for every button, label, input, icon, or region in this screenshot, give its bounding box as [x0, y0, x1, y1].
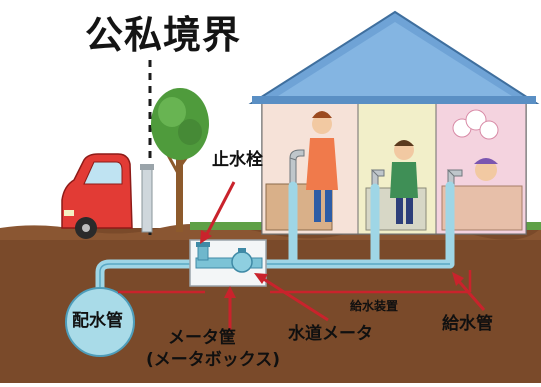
stop-valve-arrow — [204, 181, 236, 237]
steam-icon — [452, 109, 499, 140]
service-pipe-arrow — [454, 277, 486, 311]
pipe-outline — [99, 263, 450, 298]
pointer-arrowheads — [200, 230, 464, 298]
car-icon — [61, 153, 133, 239]
service-pipe-label: 給水管 — [442, 314, 493, 334]
meter-box-sub-label: (メータボックス) — [146, 350, 281, 370]
boundary-title: 公私境界 — [85, 13, 242, 57]
pointer-arrows — [204, 181, 486, 330]
person-icon — [306, 111, 498, 224]
bathtub — [441, 185, 523, 231]
meter-box-label: メータ筐 — [168, 328, 236, 348]
tree-icon — [151, 88, 209, 232]
street-pole-icon — [140, 164, 154, 233]
stop-valve-label: 止水栓 — [212, 150, 263, 170]
faucet-icon — [289, 149, 463, 191]
distribution-main-label: 配水管 — [72, 311, 123, 331]
supply-equipment-label: 給水装置 — [350, 299, 399, 313]
water-meter-arrow — [261, 276, 329, 322]
water-meter-icon — [195, 242, 263, 273]
kitchen-counter — [265, 183, 333, 231]
distribution-main-pipe — [65, 287, 135, 357]
water-meter-label: 水道メータ — [288, 324, 373, 344]
